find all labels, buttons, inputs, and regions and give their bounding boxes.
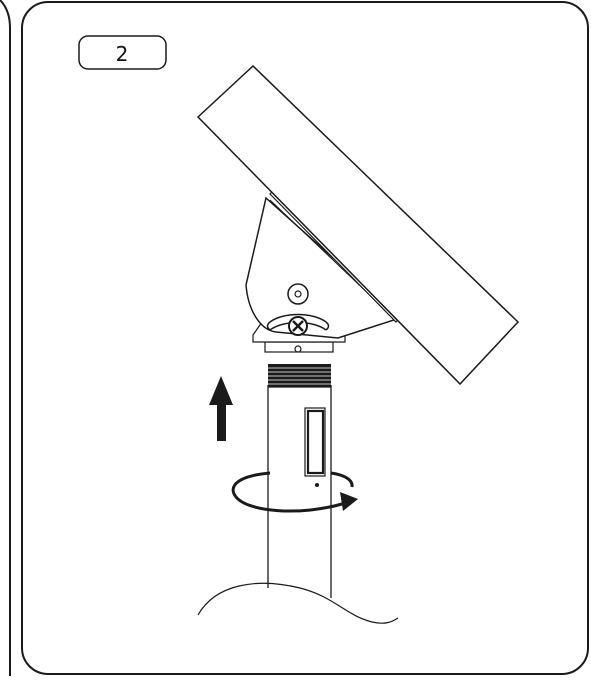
tilt-bracket: [245, 196, 402, 339]
previous-panel-edge: [0, 0, 11, 676]
ground-outline: [197, 582, 399, 624]
lock-screw-icon: [288, 316, 308, 336]
pivot-knob: [287, 283, 309, 305]
rotate-arrow-icon: [231, 471, 358, 513]
up-arrow-icon: [209, 376, 233, 441]
pole: [267, 385, 332, 598]
step-number-box: 2: [78, 35, 167, 70]
threaded-collar: [268, 364, 331, 388]
pole-slot: [304, 407, 326, 487]
display-panel: [196, 64, 520, 386]
step-number: 2: [116, 42, 129, 66]
pole-screw-hole: [315, 483, 319, 487]
